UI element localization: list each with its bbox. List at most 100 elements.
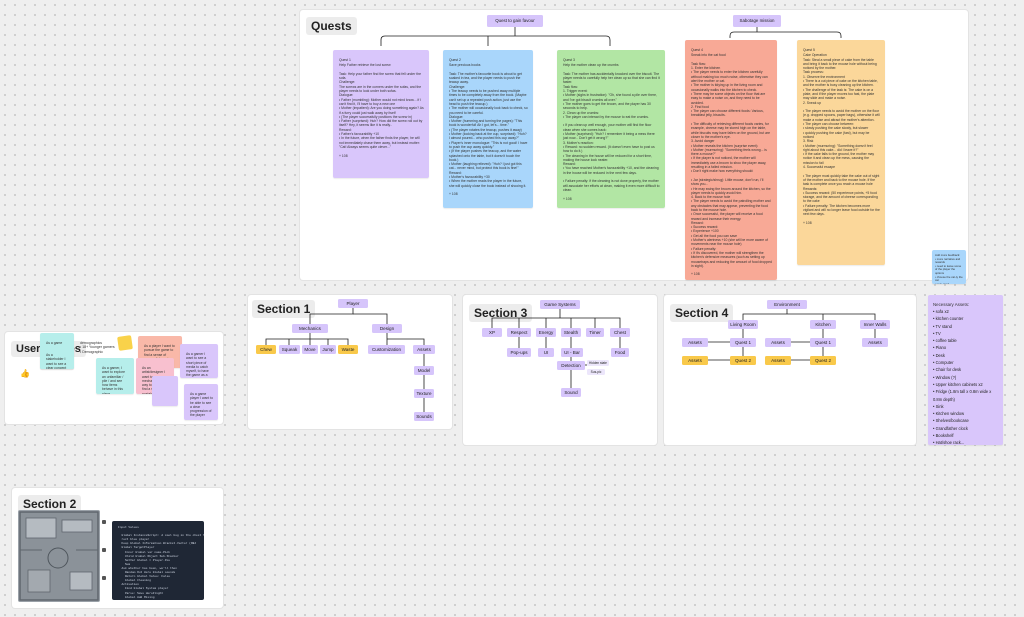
code-panel: Input Values Global InstanceScript: A co… <box>112 521 204 600</box>
quest-favour-node[interactable]: Quest to gain favour <box>487 15 543 27</box>
asset-list-item: kitchen counter <box>933 315 998 322</box>
asset-list-item: TV <box>933 330 998 337</box>
customization-node[interactable]: Customization <box>368 345 405 354</box>
quest-note-body: Save precious books Task: The mother's f… <box>449 63 528 197</box>
asset-list-item: Sink <box>933 403 998 410</box>
asset-list-item: Computer <box>933 359 998 366</box>
quest-note-title: Quest 5 <box>803 48 815 52</box>
section1-title: Section 1 <box>252 300 316 318</box>
necessary-assets-title: Necessary Assets: <box>933 302 970 307</box>
necessary-assets-list: sofa x2kitchen counterTV standTVcoffee t… <box>933 308 998 445</box>
sketch-annotation-icon <box>102 548 106 552</box>
asset-list-item: Upper kitchen cabinets x2 <box>933 381 998 388</box>
floor-plan-drawing <box>19 511 99 601</box>
popups-node[interactable]: Pop-ups <box>507 348 531 357</box>
mech-squeak[interactable]: Squeak <box>279 345 300 354</box>
respect-node[interactable]: Respect <box>507 328 531 337</box>
asset-list-item: sofa x2 <box>933 308 998 315</box>
ui-node[interactable]: UI <box>538 348 554 357</box>
user-story-note[interactable]: As a gamer, I want to explore an unfamil… <box>96 358 134 394</box>
asset-list-item: Grandfather clock <box>933 425 998 432</box>
quest-note-title: Quest 1 <box>339 58 351 62</box>
iw-assets[interactable]: Assets <box>862 338 888 347</box>
asset-list-item: Chair for desk <box>933 366 998 373</box>
feedback-sidenote[interactable]: Add more feedback: • more narrative and … <box>932 250 966 284</box>
user-story-note[interactable]: As a game player I want to be able to se… <box>184 384 218 420</box>
hidden-state-node[interactable]: Hidden state <box>587 360 609 366</box>
model-node[interactable]: Model <box>414 366 434 375</box>
quest-note-1[interactable]: Quest 1 Help Father retrieve the lost sc… <box>333 50 429 178</box>
section2-title: Section 2 <box>18 495 82 513</box>
necessary-assets-note[interactable]: Necessary Assets: sofa x2kitchen counter… <box>928 295 1003 445</box>
asset-list-item: Hat/shoe rack... <box>933 439 998 445</box>
k-assets-2[interactable]: Assets <box>765 356 791 365</box>
asset-list-item: Window (?) <box>933 374 998 381</box>
thumbs-up-icon: 👍 <box>20 369 30 378</box>
lr-assets-1[interactable]: Assets <box>682 338 708 347</box>
kitchen-node[interactable]: Kitchen <box>810 320 836 329</box>
user-story-note[interactable]: As a gamer I want to see a short piece o… <box>180 344 218 378</box>
lr-assets-2[interactable]: Assets <box>682 356 708 365</box>
k-assets-1[interactable]: Assets <box>765 338 791 347</box>
environment-node[interactable]: Environment <box>767 300 807 309</box>
quest-note-body: Sneak into the cat food Task flow: 1. En… <box>691 53 772 277</box>
sounds-node[interactable]: Sounds <box>414 412 434 421</box>
asset-list-item: coffee table <box>933 337 998 344</box>
asset-list-item: Desk <box>933 352 998 359</box>
asset-list-item: Fridge (1.8m tall x 0.8m wide x 0.8m dep… <box>933 388 998 403</box>
detection-node[interactable]: Detection <box>557 361 585 370</box>
quest-note-title: Quest 3 <box>563 58 575 62</box>
game-systems-node[interactable]: Game Systems <box>540 300 580 309</box>
energy-node[interactable]: Energy <box>536 328 556 337</box>
user-story-note[interactable] <box>152 376 178 406</box>
feedback-sidenote-text: Add more feedback: • more narrative and … <box>935 253 963 284</box>
sabotage-mission-node[interactable]: Sabotage mission <box>733 15 781 27</box>
lr-quest-2[interactable]: Quest 2 <box>730 356 756 365</box>
mech-jump[interactable]: Jump <box>320 345 336 354</box>
chest-node[interactable]: Chest <box>610 328 630 337</box>
timer-node[interactable]: Timer <box>586 328 604 337</box>
xp-node[interactable]: XP <box>482 328 502 337</box>
mechanics-node[interactable]: Mechanics <box>292 324 328 333</box>
asset-list-item: Kitchen window <box>933 410 998 417</box>
quest-note-body: Help Father retrieve the lost screw Task… <box>339 63 424 158</box>
player-node[interactable]: Player <box>338 299 368 308</box>
section4-title: Section 4 <box>670 304 734 322</box>
mech-waste[interactable]: Waste <box>338 345 358 354</box>
stealth-node[interactable]: Stealth <box>561 328 581 337</box>
k-quest-2[interactable]: Quest 2 <box>810 356 836 365</box>
asset-list-item: Piano <box>933 344 998 351</box>
mech-chew[interactable]: Chew <box>256 345 276 354</box>
k-quest-1[interactable]: Quest 1 <box>810 338 836 347</box>
demographics-text: demographics • 18+ Younger gamers • Demo… <box>80 341 115 354</box>
asset-list-item: TV stand <box>933 323 998 330</box>
sketch-annotation-icon <box>102 520 106 524</box>
quest-note-body: Cake Operation Task: Steal a small piece… <box>803 53 880 225</box>
user-story-note[interactable]: As a stakeholder I want to see a clear c… <box>40 345 74 369</box>
sticky-icon <box>117 335 133 351</box>
quest-note-4[interactable]: Quest 4 Sneak into the cat food Task flo… <box>685 40 777 280</box>
assets-node[interactable]: Assets <box>413 345 435 354</box>
quest-note-body: Help the mother clean up the crumbs Task… <box>563 63 660 201</box>
quest-note-2[interactable]: Quest 2 Save precious books Task: The mo… <box>443 50 533 208</box>
mech-move[interactable]: Move <box>302 345 318 354</box>
quest-note-3[interactable]: Quest 3 Help the mother clean up the cru… <box>557 50 665 208</box>
quest-note-title: Quest 4 <box>691 48 703 52</box>
asset-list-item: Bookshelf <box>933 432 998 439</box>
living-room-node[interactable]: Living Room <box>728 320 758 329</box>
texture-node[interactable]: Texture <box>414 389 434 398</box>
sketch-annotation-icon <box>102 576 106 580</box>
design-node[interactable]: Design <box>372 324 402 333</box>
inner-walls-node[interactable]: Inner Walls <box>860 320 890 329</box>
quest-note-title: Quest 2 <box>449 58 461 62</box>
sound-node[interactable]: Sound <box>561 388 581 397</box>
ui-bar-node[interactable]: UI - Bar <box>561 348 583 357</box>
section3-title: Section 3 <box>469 304 533 322</box>
quest-note-5[interactable]: Quest 5 Cake Operation Task: Steal a sma… <box>797 40 885 265</box>
food-node[interactable]: Food <box>611 348 629 357</box>
floor-plan-sketch <box>18 510 100 602</box>
asset-list-item: Shelves/bookcase <box>933 417 998 424</box>
sus-pic-node[interactable]: Sus-pic <box>587 369 605 375</box>
quests-frame-title: Quests <box>306 17 357 35</box>
lr-quest-1[interactable]: Quest 1 <box>730 338 756 347</box>
